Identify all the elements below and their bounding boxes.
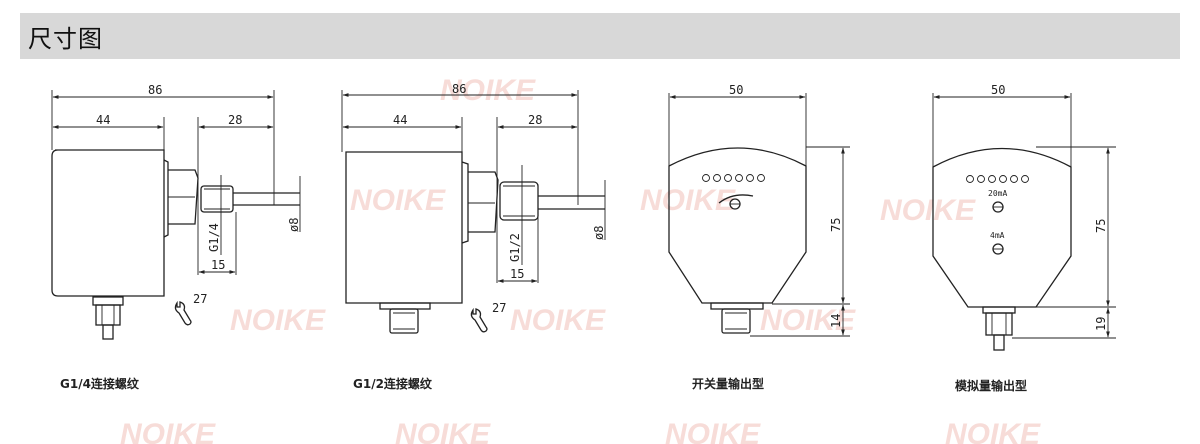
watermark: NOIKE [350,184,446,217]
watermark: NOIKE [440,74,536,107]
watermark: NOIKE [880,194,976,227]
dim-overall: 86 [148,83,162,97]
drawing-g14: 86 44 28 15 G1/4 ø8 27 [51,83,301,340]
dim-height: 75 [829,218,843,232]
drawing-analog-output: 50 20mA 4mA 75 19 [932,83,1116,351]
dim-probe: 28 [228,113,242,127]
watermark: NOIKE [760,304,856,337]
caption-switch-output: 开关量输出型 [692,377,765,391]
caption-g12: G1/2连接螺纹 [353,377,432,391]
dim-connector: 14 [829,314,843,328]
caption-analog-output: 模拟量输出型 [955,379,1028,393]
dim-diameter: ø8 [287,218,301,232]
dim-height: 75 [1094,219,1108,233]
led-indicators [702,174,765,182]
watermark-layer: NOIKE NOIKE NOIKE NOIKE NOIKE NOIKE NOIK… [120,74,1041,444]
dim-thread-length: 15 [211,258,225,272]
adjust-arrow-icon [718,194,754,204]
dim-overall: 86 [452,82,466,96]
label-4ma: 4mA [990,231,1005,240]
drawing-g12: 86 44 28 15 G1/2 ø8 27 [341,82,606,334]
dim-connector: 19 [1094,317,1108,331]
dim-thread-length: 15 [510,267,524,281]
watermark: NOIKE [230,304,326,337]
watermark: NOIKE [510,304,606,337]
led-indicators [966,175,1029,183]
caption-g14: G1/4连接螺纹 [60,377,139,391]
dim-wrench: 27 [193,292,207,306]
watermark: NOIKE [945,418,1041,444]
drawing-switch-output: 50 75 14 [668,83,850,337]
dim-probe: 28 [528,113,542,127]
watermark: NOIKE [120,418,216,444]
dim-diameter: ø8 [592,226,606,240]
dim-width: 50 [729,83,743,97]
watermark: NOIKE [395,418,491,444]
label-20ma: 20mA [988,189,1007,198]
dim-wrench: 27 [492,301,506,315]
page-title: 尺寸图 [28,25,103,53]
dim-thread: G1/4 [207,223,221,252]
dim-thread: G1/2 [508,233,522,262]
dim-width: 50 [991,83,1005,97]
watermark: NOIKE [640,184,736,217]
dim-body: 44 [393,113,407,127]
dim-body: 44 [96,113,110,127]
watermark: NOIKE [665,418,761,444]
header-bar: 尺寸图 [20,13,1180,59]
